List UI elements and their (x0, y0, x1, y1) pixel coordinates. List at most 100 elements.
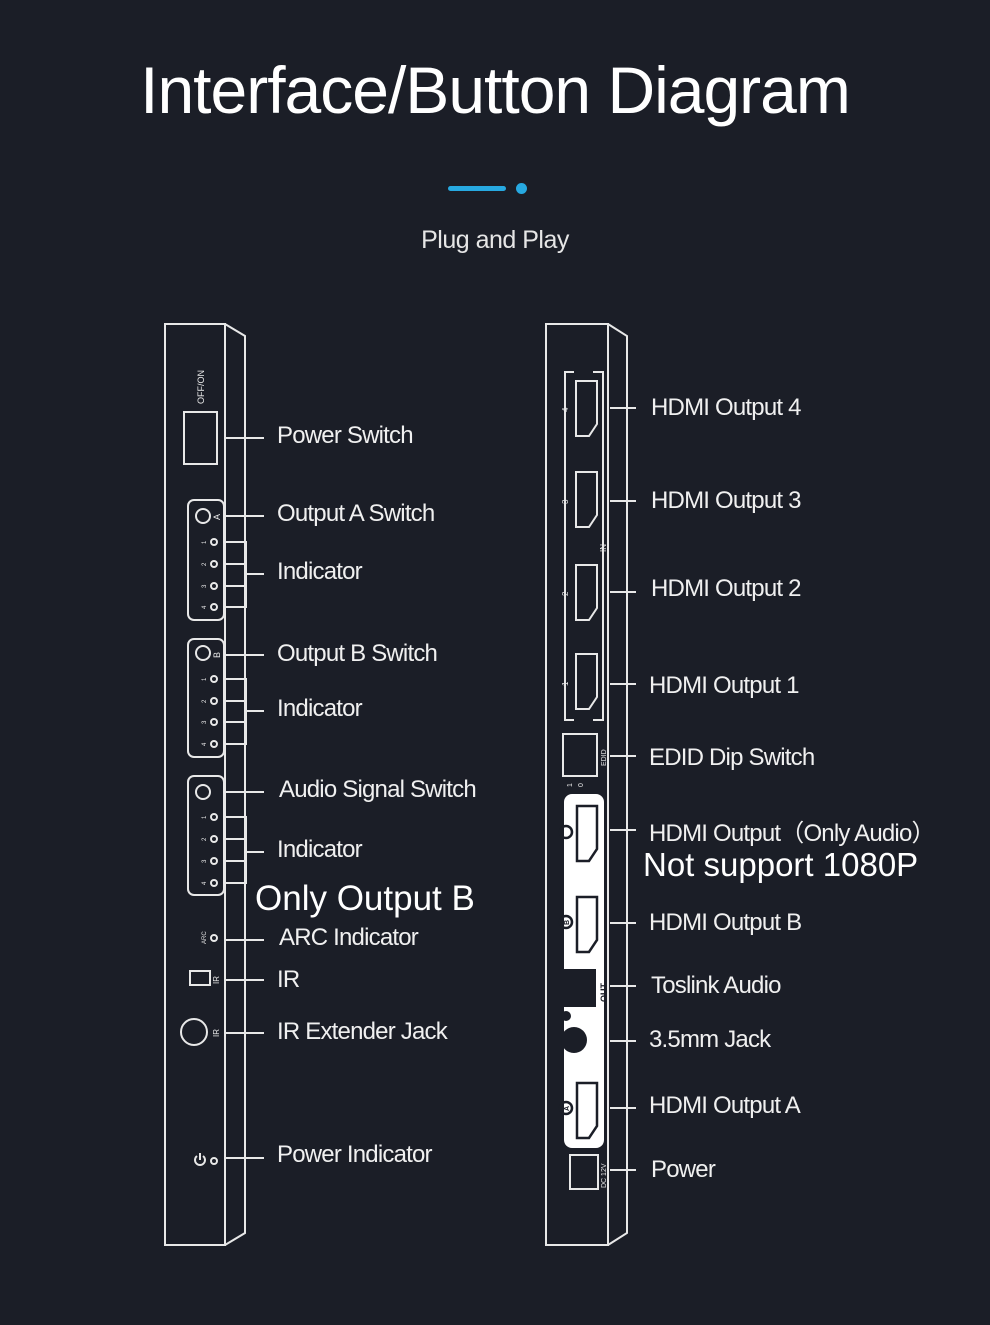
audio-led-1 (210, 813, 218, 821)
mark-a-right: A (564, 1106, 571, 1111)
off-on-mark: OFF/ON (196, 370, 206, 404)
output-a-group-graphic (187, 499, 225, 621)
dip-num-0: 0 (578, 783, 585, 787)
page-title: Interface/Button Diagram (140, 53, 851, 127)
label-ir: IR (277, 966, 300, 993)
power-switch-graphic (183, 411, 218, 465)
accent-dot (516, 183, 527, 194)
audio-led-3 (210, 857, 218, 865)
mark-edid: EDID (601, 749, 608, 766)
label-hdmi-output-b: HDMI Output B (649, 909, 802, 936)
audio-led-2 (210, 835, 218, 843)
label-hdmi-output-2: HDMI Output 2 (651, 575, 801, 602)
mark-out: OUT (599, 983, 609, 1003)
output-a-led-2 (210, 560, 218, 568)
dc-power-port-graphic (569, 1154, 599, 1190)
arc-led-graphic (210, 934, 218, 942)
jack-badge-icon (561, 1011, 571, 1021)
ir-receiver-graphic (189, 970, 211, 986)
output-b-led-3 (210, 718, 218, 726)
mark-in: IN (599, 544, 608, 552)
label-power-switch: Power Switch (277, 422, 414, 449)
ir-extender-jack-graphic (180, 1018, 208, 1046)
hdmi-audio-out-port-graphic (575, 804, 599, 863)
audio-group-graphic (187, 775, 225, 896)
hdmi-input-bracket (564, 371, 604, 721)
b-num-1: 1 (202, 677, 208, 681)
right-device-body (545, 323, 628, 1246)
a-num-3: 3 (202, 584, 208, 588)
mark-ir-2: IR (212, 1029, 221, 1037)
dip-num-1: 1 (567, 783, 574, 787)
output-a-led-1 (210, 538, 218, 546)
output-b-led-4 (210, 740, 218, 748)
output-a-led-4 (210, 603, 218, 611)
hdmi-port-2-graphic (575, 564, 598, 621)
label-ir-extender-jack: IR Extender Jack (277, 1018, 448, 1045)
label-hdmi-output-1: HDMI Output 1 (649, 672, 799, 699)
a-num-2: 2 (202, 562, 208, 566)
mark-arc: ARC (202, 931, 208, 944)
in-num-2: 2 (561, 591, 570, 596)
b-num-2: 2 (202, 699, 208, 703)
hdmi-port-3-graphic (575, 471, 598, 528)
jack-35mm-graphic (561, 1027, 587, 1053)
label-not-support-1080p: Not support 1080P (643, 846, 919, 883)
label-output-b-switch: Output B Switch (277, 640, 438, 667)
hdmi-port-4-graphic (575, 380, 598, 437)
label-35mm-jack: 3.5mm Jack (649, 1026, 771, 1053)
c-num-2: 2 (202, 837, 208, 841)
accent-bar (448, 186, 506, 191)
output-a-led-3 (210, 582, 218, 590)
label-arc-indicator: ARC Indicator (279, 924, 419, 951)
label-only-output-b: Only Output B (255, 879, 475, 918)
label-indicator-audio: Indicator (277, 836, 363, 863)
in-num-4: 4 (561, 407, 570, 412)
label-hdmi-output-4: HDMI Output 4 (651, 394, 801, 421)
label-indicator-a: Indicator (277, 558, 363, 585)
audio-led-4 (210, 879, 218, 887)
label-edid-dip-switch: EDID Dip Switch (649, 744, 815, 771)
mark-b-left: B (212, 652, 222, 658)
power-symbol-icon (194, 1153, 206, 1166)
hdmi-out-b-port-graphic (575, 895, 599, 954)
label-toslink-audio: Toslink Audio (651, 972, 781, 999)
c-num-3: 3 (202, 859, 208, 863)
audio-button-graphic (195, 784, 211, 800)
mark-b-right: B (564, 920, 571, 925)
b-num-3: 3 (202, 720, 208, 724)
mark-dc: DC 12V (601, 1163, 608, 1188)
a-num-4: 4 (202, 605, 208, 609)
power-led-graphic (210, 1157, 218, 1165)
output-b-led-1 (210, 675, 218, 683)
mark-a-left: A (212, 514, 222, 520)
edid-dip-switch-graphic (562, 733, 598, 777)
label-output-a-switch: Output A Switch (277, 500, 435, 527)
c-num-4: 4 (202, 881, 208, 885)
c-num-1: 1 (202, 815, 208, 819)
out-b-badge-icon (558, 914, 574, 930)
in-num-1: 1 (561, 681, 570, 686)
b-num-4: 4 (202, 742, 208, 746)
in-num-3: 3 (561, 499, 570, 504)
output-b-led-2 (210, 697, 218, 705)
mark-ir-1: IR (212, 976, 221, 984)
page-subtitle: Plug and Play (421, 226, 569, 254)
label-hdmi-output-a: HDMI Output A (649, 1092, 801, 1119)
hdmi-out-a-port-graphic (575, 1081, 599, 1140)
audio-out-badge-icon (558, 824, 574, 840)
label-power: Power (651, 1156, 716, 1183)
label-hdmi-output-only-audio: HDMI Output（Only Audio） (649, 820, 936, 847)
hdmi-port-1-graphic (575, 653, 598, 710)
label-audio-signal-switch: Audio Signal Switch (279, 776, 477, 803)
label-indicator-b: Indicator (277, 695, 363, 722)
output-a-button-graphic (195, 508, 211, 524)
label-hdmi-output-3: HDMI Output 3 (651, 487, 801, 514)
label-power-indicator: Power Indicator (277, 1141, 433, 1168)
output-b-group-graphic (187, 638, 225, 758)
out-a-badge-icon (558, 1100, 574, 1116)
a-num-1: 1 (202, 540, 208, 544)
output-b-button-graphic (195, 645, 211, 661)
toslink-port-graphic (560, 969, 596, 1007)
